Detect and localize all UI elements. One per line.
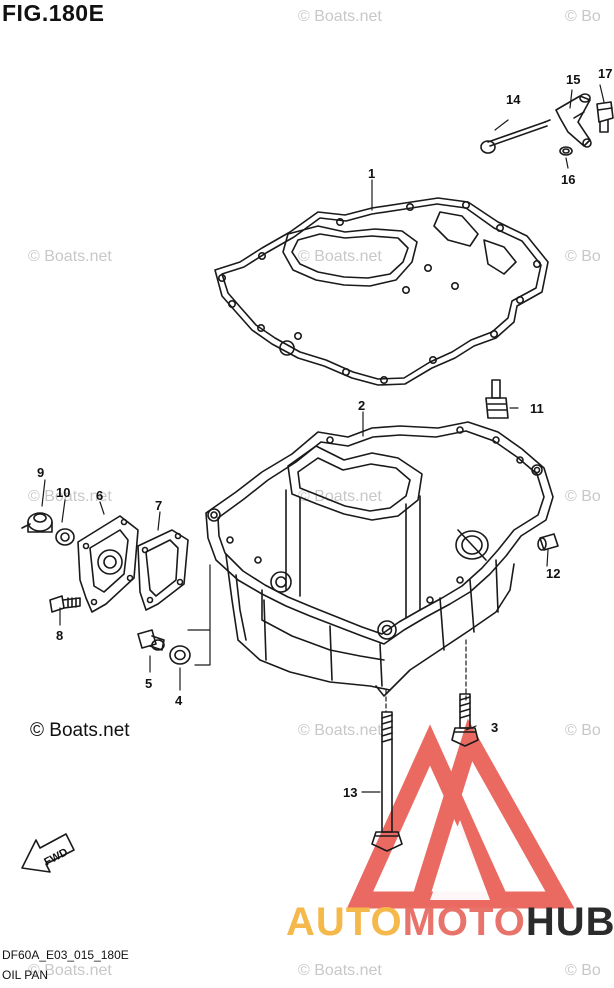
part-14-dipstick — [480, 119, 551, 154]
callout-14: 14 — [506, 92, 521, 107]
callout-4: 4 — [175, 693, 183, 708]
part-2-oil-pan — [205, 421, 554, 697]
callout-6: 6 — [96, 488, 103, 503]
part-3-bolt — [451, 693, 479, 747]
watermark: © Boats.net — [28, 962, 112, 979]
callout-2: 2 — [358, 398, 365, 413]
part-group-name: OIL PAN — [2, 968, 49, 982]
callout-11: 11 — [530, 401, 544, 416]
forward-arrow-icon — [21, 833, 75, 873]
forward-label: FWD — [42, 846, 70, 868]
watermark: © Boats.net — [298, 488, 382, 505]
copyright-notice: © Boats.net — [30, 720, 130, 741]
part-7-gasket — [137, 529, 189, 611]
part-10-washer — [55, 528, 75, 546]
part-13-long-bolt — [371, 711, 403, 852]
watermark: © Bo — [565, 962, 601, 979]
part-5-drain-plug — [137, 629, 165, 651]
watermark: © Boats.net — [298, 248, 382, 265]
callout-17: 17 — [598, 66, 612, 81]
brand-part-3: HUB — [525, 900, 614, 944]
watermark: © Boats.net — [28, 248, 112, 265]
watermark: © Boats.net — [298, 8, 382, 25]
part-15-guide — [555, 93, 592, 148]
leader-lines — [41, 84, 605, 793]
part-4-washer — [169, 645, 191, 665]
callout-7: 7 — [155, 498, 162, 513]
part-8-bolt — [49, 595, 81, 613]
callout-12: 12 — [546, 566, 560, 581]
watermark: © Bo — [565, 722, 601, 739]
callout-3: 3 — [491, 720, 498, 735]
part-6-cover — [77, 515, 139, 613]
model-code: DF60A_E03_015_180E — [2, 948, 129, 962]
part-9-plug — [21, 512, 53, 533]
part-17-bolt — [596, 101, 614, 133]
callout-1: 1 — [368, 166, 375, 181]
part-12-plug — [537, 533, 559, 551]
callout-9: 9 — [37, 465, 44, 480]
callout-15: 15 — [566, 72, 580, 87]
watermark: © Boats.net — [298, 962, 382, 979]
watermark: © Bo — [565, 8, 601, 25]
part-11-fitting — [485, 379, 509, 419]
part-16-o-ring — [559, 146, 573, 156]
watermark: © Bo — [565, 488, 601, 505]
callout-13: 13 — [343, 785, 357, 800]
callout-8: 8 — [56, 628, 63, 643]
callout-labels: 1 2 3 4 5 6 7 8 9 10 11 12 13 14 15 16 1… — [37, 66, 612, 800]
part-1-gasket — [214, 197, 549, 386]
callout-10: 10 — [56, 485, 70, 500]
callout-16: 16 — [561, 172, 575, 187]
watermark: © Boats.net — [298, 722, 382, 739]
brand-part-2: MOTO — [402, 900, 526, 944]
watermark: © Boats.net — [28, 488, 112, 505]
brand-part-1: AUTO — [286, 900, 403, 944]
watermark: © Bo — [565, 248, 601, 265]
figure-title: FIG.180E — [2, 0, 105, 26]
brand-wordmark: AUTOMOTOHUB — [286, 900, 614, 945]
callout-5: 5 — [145, 676, 152, 691]
